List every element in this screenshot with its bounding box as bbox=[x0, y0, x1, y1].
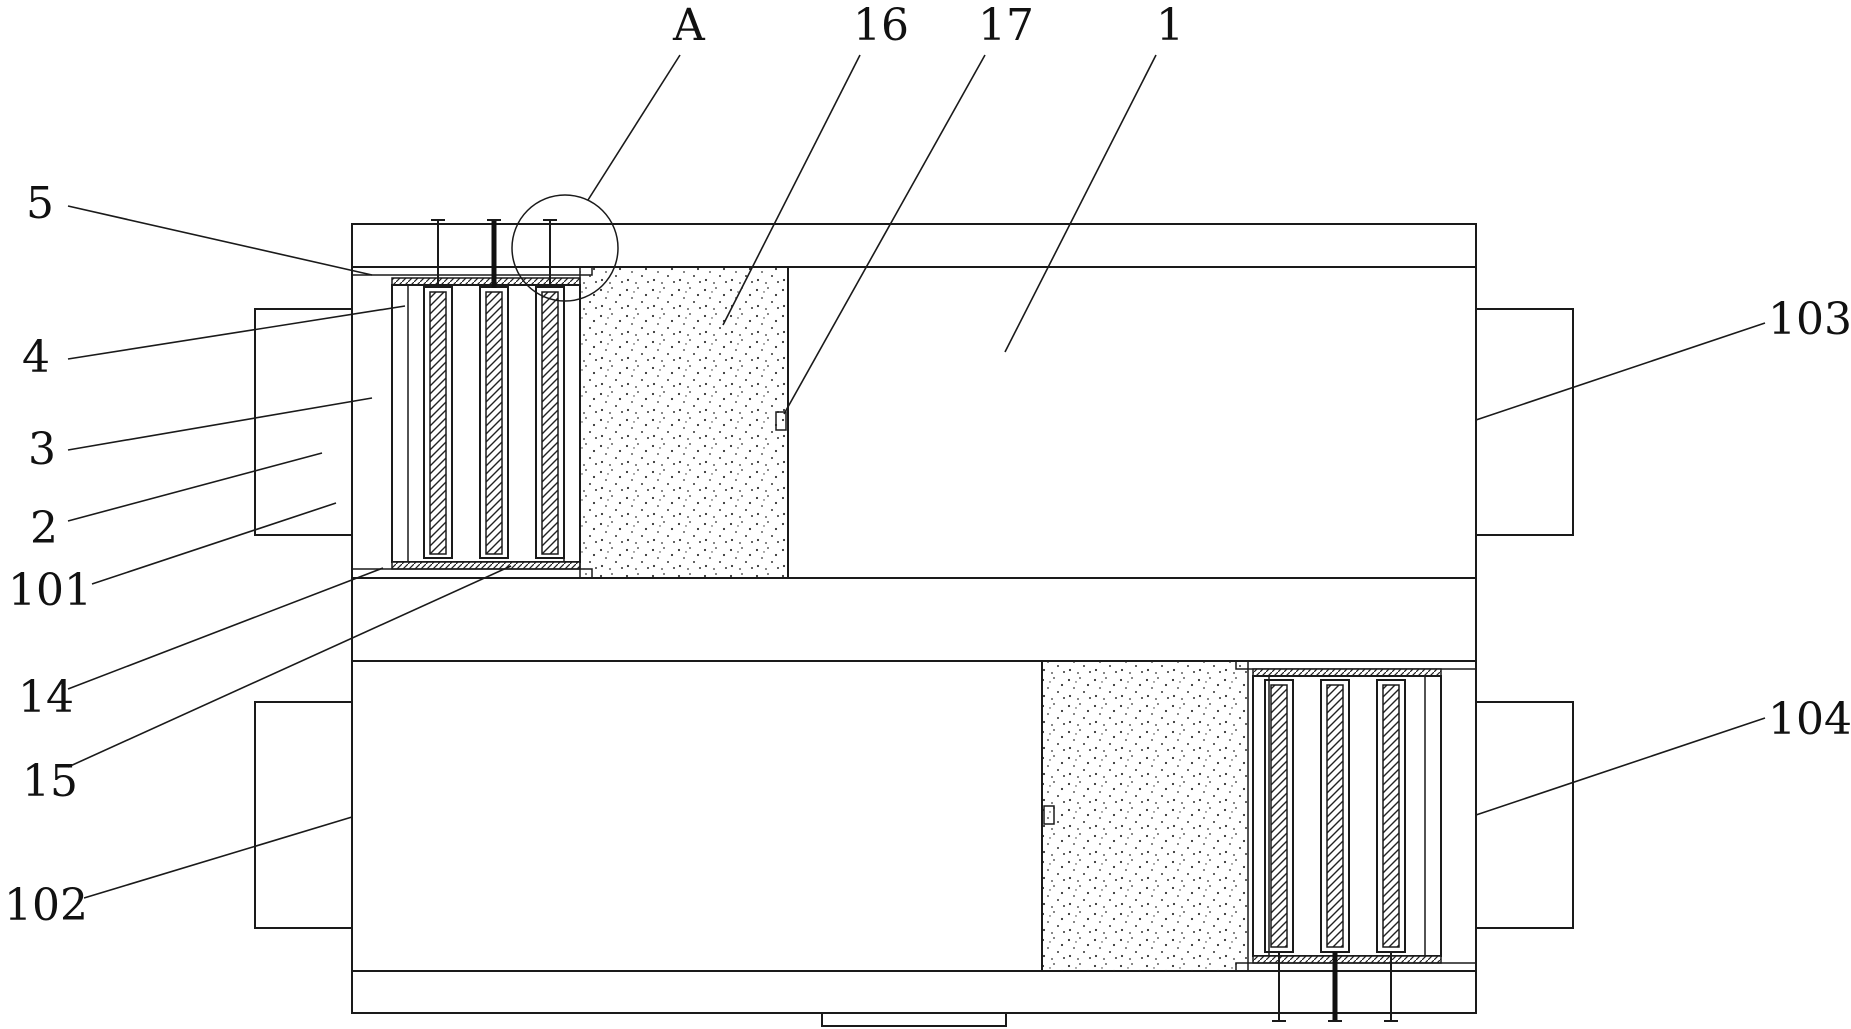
fastening-bolt bbox=[1328, 952, 1342, 1022]
leader-16 bbox=[722, 54, 861, 326]
label-1: 1 bbox=[1156, 0, 1184, 51]
upper-adsorption-block bbox=[579, 266, 789, 579]
leader-a bbox=[587, 54, 681, 201]
filter-cartridge bbox=[535, 286, 565, 559]
leader-14 bbox=[67, 567, 384, 690]
fastening-bolt bbox=[431, 219, 445, 288]
label-14: 14 bbox=[18, 672, 74, 723]
label-17: 17 bbox=[978, 0, 1034, 51]
leader-5 bbox=[67, 205, 373, 276]
filter-cartridge bbox=[479, 286, 509, 559]
detail-circle-a bbox=[511, 194, 619, 302]
lower-filter-assembly bbox=[1235, 660, 1477, 1022]
label-2: 2 bbox=[30, 503, 58, 554]
fastening-bolt bbox=[1384, 952, 1398, 1022]
filter-cartridge bbox=[1264, 679, 1294, 953]
lower-adsorption-block bbox=[1041, 660, 1249, 972]
filter-cartridge bbox=[423, 286, 453, 559]
upper-filter-assembly bbox=[351, 219, 593, 579]
leader-15 bbox=[67, 565, 512, 768]
leader-101 bbox=[91, 502, 337, 585]
label-15: 15 bbox=[22, 756, 78, 807]
leader-3 bbox=[67, 397, 373, 451]
leader-104 bbox=[1475, 717, 1766, 816]
leader-lines bbox=[67, 54, 1766, 899]
leader-2 bbox=[67, 452, 323, 522]
outlet-port-lower-right bbox=[1475, 701, 1574, 929]
upper-sensor bbox=[775, 411, 787, 431]
inlet-port-upper-left bbox=[254, 308, 353, 536]
fastening-bolt bbox=[487, 219, 501, 288]
filter-cartridge bbox=[1320, 679, 1350, 953]
label-16: 16 bbox=[853, 0, 909, 51]
reference-labels: A 16 17 1 5 4 3 2 101 14 15 102 103 104 bbox=[4, 0, 1851, 931]
label-5: 5 bbox=[26, 178, 54, 229]
filter-cartridge bbox=[1376, 679, 1406, 953]
label-3: 3 bbox=[28, 424, 56, 475]
fastening-bolt bbox=[1272, 952, 1286, 1022]
inlet-port-lower-left bbox=[254, 701, 353, 929]
lower-sensor bbox=[1043, 805, 1055, 825]
fastening-bolt bbox=[543, 219, 557, 288]
label-104: 104 bbox=[1768, 694, 1851, 745]
label-103: 103 bbox=[1768, 294, 1851, 345]
label-101: 101 bbox=[8, 565, 92, 616]
leader-17 bbox=[783, 54, 986, 415]
label-102: 102 bbox=[4, 880, 88, 931]
housing-body bbox=[351, 223, 1477, 1027]
leader-102 bbox=[83, 816, 353, 899]
leader-1 bbox=[1004, 54, 1157, 353]
label-a: A bbox=[672, 0, 706, 51]
leader-103 bbox=[1475, 322, 1766, 421]
outlet-port-upper-right bbox=[1475, 308, 1574, 536]
label-4: 4 bbox=[22, 332, 50, 383]
leader-4 bbox=[67, 305, 406, 360]
